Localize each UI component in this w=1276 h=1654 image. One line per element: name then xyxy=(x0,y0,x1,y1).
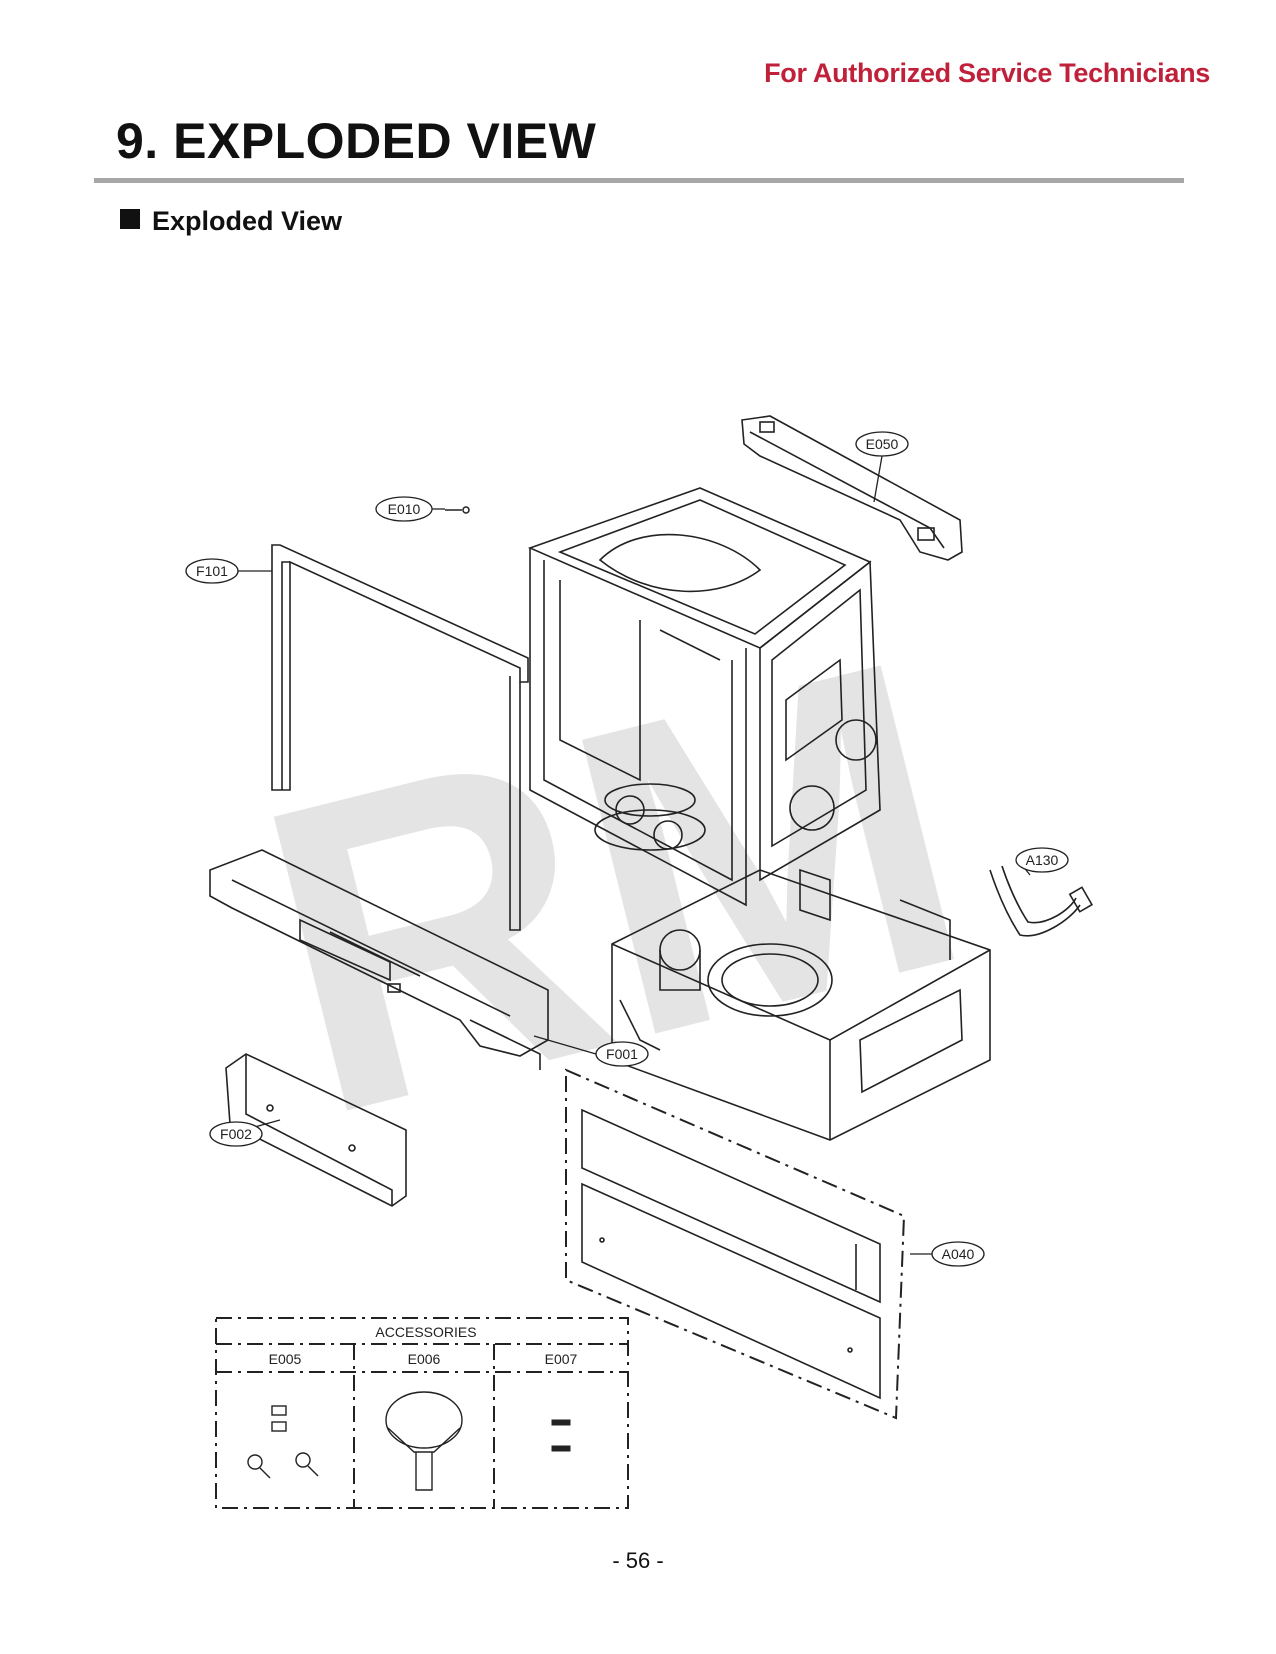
a130-drain-hose xyxy=(989,865,1094,937)
tub-assembly xyxy=(527,487,881,907)
part-label-a040: A040 xyxy=(931,1241,985,1267)
svg-text:F101: F101 xyxy=(196,563,228,579)
section-heading: Exploded View xyxy=(120,206,342,237)
e006-funnel xyxy=(385,1391,463,1491)
part-label-e050: E050 xyxy=(855,431,909,457)
e010-screw xyxy=(445,506,470,514)
part-label-f001: F001 xyxy=(595,1041,649,1067)
section-heading-label: Exploded View xyxy=(152,206,343,236)
part-label-f101: F101 xyxy=(185,558,239,584)
svg-text:F001: F001 xyxy=(606,1046,638,1062)
svg-text:A130: A130 xyxy=(1026,852,1059,868)
a040-door-panel-group xyxy=(565,1068,906,1420)
e050-top-bracket xyxy=(741,415,963,561)
f101-door-gasket xyxy=(271,544,529,931)
authorized-service-banner: For Authorized Service Technicians xyxy=(764,58,1210,88)
accessories-box xyxy=(215,1317,629,1509)
page-number: - 56 - xyxy=(612,1548,664,1573)
svg-text:E010: E010 xyxy=(388,501,421,517)
square-bullet-icon xyxy=(120,209,140,229)
svg-text:A040: A040 xyxy=(942,1246,975,1262)
e007-screws xyxy=(551,1419,571,1452)
f001-lower-panel xyxy=(209,849,549,1070)
accessory-e006-label: E006 xyxy=(408,1351,441,1367)
e005-screws-clips xyxy=(247,1405,319,1479)
accessories-title: ACCESSORIES xyxy=(375,1324,476,1340)
page-title: 9. EXPLODED VIEW xyxy=(116,113,597,169)
part-label-a130: A130 xyxy=(1015,847,1069,873)
svg-text:F002: F002 xyxy=(220,1126,252,1142)
part-label-f002: F002 xyxy=(209,1121,263,1147)
title-divider xyxy=(94,178,1184,183)
svg-text:E050: E050 xyxy=(866,436,899,452)
accessory-e005-label: E005 xyxy=(269,1351,302,1367)
a040-panels xyxy=(581,1108,881,1400)
part-label-e010: E010 xyxy=(375,496,433,522)
accessory-e007-label: E007 xyxy=(545,1351,578,1367)
